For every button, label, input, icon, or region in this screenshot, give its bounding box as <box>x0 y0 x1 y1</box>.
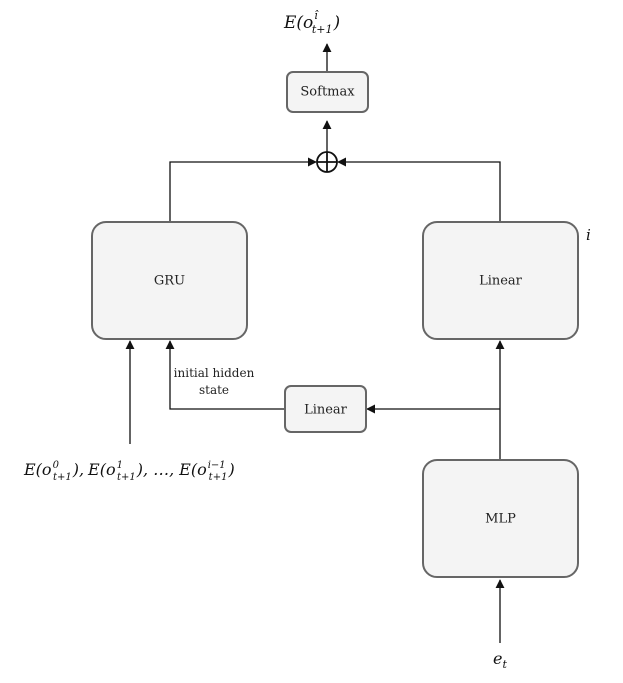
softmax-box: Softmax <box>286 71 369 113</box>
mlp-input-label: et <box>493 649 507 671</box>
sum-node <box>316 151 338 173</box>
edge-linear-hidden-to-gru <box>165 340 285 410</box>
edge-gru-to-sum <box>169 157 317 222</box>
softmax-label: Softmax <box>300 85 355 100</box>
gru-label: GRU <box>154 274 185 289</box>
edge-linear-to-sum <box>337 157 501 222</box>
linear-main-label: Linear <box>479 274 523 289</box>
linear-hidden-box: Linear <box>284 385 367 433</box>
mlp-box: MLP <box>422 459 579 578</box>
linear-hidden-label: Linear <box>304 403 348 418</box>
gru-box: GRU <box>91 221 248 340</box>
index-label: i <box>586 226 591 244</box>
linear-main-box: Linear <box>422 221 579 340</box>
mlp-label: MLP <box>485 512 516 527</box>
initial-hidden-state-label-line1: initial hidden <box>174 366 255 380</box>
initial-hidden-state-label-line2: state <box>199 383 229 397</box>
